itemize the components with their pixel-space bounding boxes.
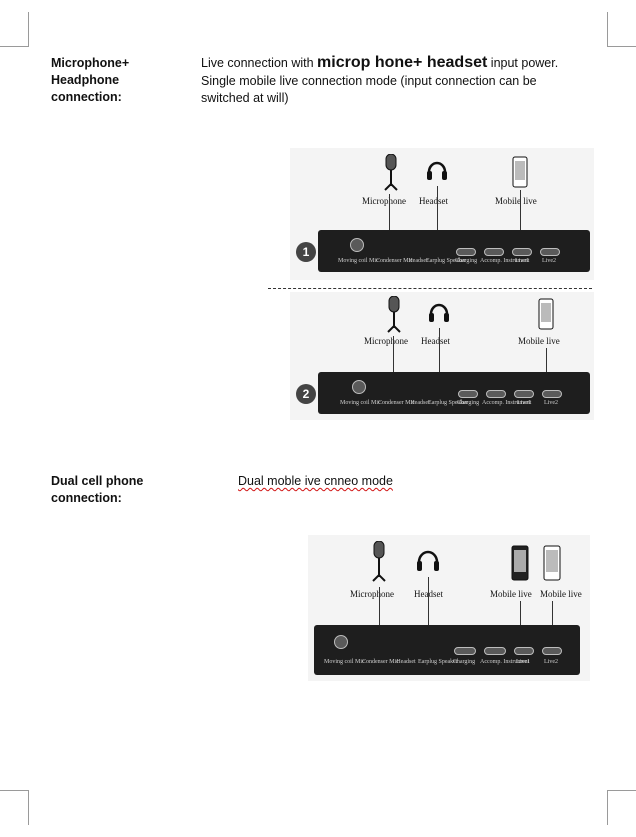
- crop-mark-bottom-left: [0, 790, 29, 825]
- port-label: Moving coil Mic: [324, 659, 365, 665]
- microphone-icon: [372, 541, 386, 582]
- mixer-device: Moving coil Mic Condenser Mic Headset Ea…: [314, 625, 580, 675]
- section2-description: Dual moble ive cnneo mode: [238, 473, 393, 490]
- mobile-live-label: Mobile live: [490, 589, 532, 599]
- connector-line: [552, 601, 553, 625]
- port-label: Accomp. Instrument: [480, 659, 530, 665]
- port-usb: [514, 390, 534, 398]
- port-label: Live1: [515, 258, 529, 264]
- port-label: Live2: [544, 659, 558, 665]
- headset-icon: [427, 161, 447, 180]
- connector-line: [439, 328, 440, 374]
- port-label: Condenser Mic: [376, 258, 413, 264]
- port-jack: [334, 635, 348, 649]
- connector-line: [520, 601, 521, 625]
- smartphone-icon: [511, 545, 529, 581]
- port-usb: [454, 647, 476, 655]
- connector-line: [393, 336, 394, 374]
- section1-label-line: Headphone: [51, 73, 120, 87]
- port-label: Charging: [454, 258, 478, 264]
- port-label: Condenser Mic: [362, 659, 399, 665]
- headset-label: Headset: [421, 336, 450, 346]
- diagram-mode-2: Microphone Headset Mobile live 2 Moving …: [290, 292, 594, 420]
- microphone-label: Microphone: [350, 589, 394, 599]
- crop-mark-top-right: [607, 12, 636, 47]
- section1-label: Microphone+ Headphone connection:: [51, 55, 129, 106]
- port-label: Condenser Mic: [378, 400, 415, 406]
- desc-bold: microp hone+ headset: [317, 54, 488, 71]
- port-label: Moving coil Mic: [338, 258, 379, 264]
- port-usb: [486, 390, 506, 398]
- smartphone-icon: [543, 545, 561, 581]
- mobile-live-label: Mobile live: [518, 336, 560, 346]
- headset-label: Headset: [419, 196, 448, 206]
- port-label: Live2: [542, 258, 556, 264]
- port-usb: [484, 647, 506, 655]
- microphone-icon: [384, 154, 398, 191]
- section2-label-line: Dual cell phone: [51, 474, 144, 488]
- section2-desc-text: Dual moble ive cnneo mode: [238, 474, 393, 488]
- smartphone-icon: [512, 156, 528, 188]
- microphone-icon: [387, 296, 401, 333]
- port-usb: [456, 248, 476, 256]
- port-label: Headset: [396, 659, 416, 665]
- connector-line: [546, 348, 547, 374]
- headset-icon: [429, 303, 449, 322]
- desc-prefix: Live connection with: [201, 56, 318, 70]
- section1-label-line: Microphone+: [51, 56, 130, 70]
- port-usb: [542, 390, 562, 398]
- diagram-mode-1: Microphone Headset Mobile live 1 Moving …: [290, 148, 594, 280]
- microphone-label: Microphone: [364, 336, 408, 346]
- crop-mark-bottom-right: [607, 790, 636, 825]
- section2-label: Dual cell phone connection:: [51, 473, 143, 507]
- mobile-live-label: Mobile live: [495, 196, 537, 206]
- port-label: Headset: [408, 258, 428, 264]
- diagram-dual-phone: Microphone Headset Mobile live Mobile li…: [308, 535, 590, 681]
- smartphone-icon: [538, 298, 554, 330]
- mixer-device: Moving coil Mic Condenser Mic Headset Ea…: [318, 372, 590, 414]
- port-label: Earplug Speaker: [428, 400, 468, 406]
- port-usb: [512, 248, 532, 256]
- connector-line: [520, 190, 521, 260]
- port-jack: [352, 380, 366, 394]
- connector-line: [437, 186, 438, 260]
- port-label: Headset: [410, 400, 430, 406]
- port-label: Accomp. Instrument: [482, 400, 532, 406]
- port-label: Charging: [452, 659, 476, 665]
- port-label: Accomp. Instrument: [480, 258, 530, 264]
- port-label: Live1: [516, 659, 530, 665]
- mode-badge: 1: [296, 242, 316, 262]
- port-label: Moving coil Mic: [340, 400, 381, 406]
- port-usb: [484, 248, 504, 256]
- headset-icon: [417, 550, 439, 571]
- connector-line: [428, 577, 429, 625]
- port-label: Live1: [517, 400, 531, 406]
- divider-dashed: [268, 288, 592, 289]
- mixer-device: Moving coil Mic Condenser Mic Headset Ea…: [318, 230, 590, 272]
- mode-badge: 2: [296, 384, 316, 404]
- section1-description: Live connection with microp hone+ headse…: [201, 53, 601, 107]
- port-label: Charging: [456, 400, 480, 406]
- desc-line2: Single mobile live connection mode (inpu…: [201, 74, 537, 88]
- section1-label-line: connection:: [51, 90, 122, 104]
- port-usb: [542, 647, 562, 655]
- section2-label-line: connection:: [51, 491, 122, 505]
- port-usb: [514, 647, 534, 655]
- port-usb: [540, 248, 560, 256]
- port-jack: [350, 238, 364, 252]
- port-usb: [458, 390, 478, 398]
- port-label: Earplug Speaker: [426, 258, 466, 264]
- crop-mark-top-left: [0, 12, 29, 47]
- connector-line: [389, 194, 390, 260]
- connector-line: [379, 587, 380, 625]
- port-label: Earplug Speaker: [418, 659, 458, 665]
- desc-line3: switched at will): [201, 91, 289, 105]
- microphone-label: Microphone: [362, 196, 406, 206]
- desc-suffix: input power.: [487, 56, 559, 70]
- mobile-live-label: Mobile live: [540, 589, 582, 599]
- port-label: Live2: [544, 400, 558, 406]
